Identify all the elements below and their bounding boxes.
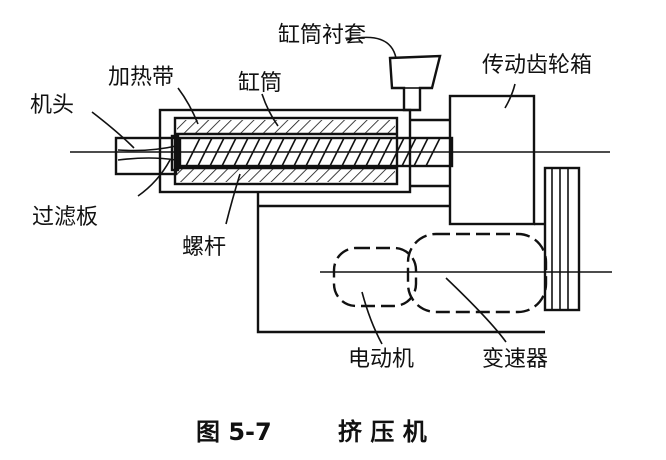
label-gear-reducer: 变速器 (482, 347, 548, 372)
base-frame (256, 192, 545, 334)
label-die-head: 机头 (30, 93, 74, 118)
die-head (114, 136, 178, 176)
barrel-assembly (158, 108, 412, 194)
label-filter-plate: 过滤板 (32, 205, 98, 230)
label-barrel-liner: 缸筒衬套 (278, 23, 366, 48)
gearbox (410, 94, 536, 226)
gear-reducer (406, 232, 548, 314)
label-barrel: 缸筒 (238, 71, 282, 96)
hopper (388, 54, 442, 112)
motor (332, 246, 418, 308)
label-screw: 螺杆 (182, 235, 226, 260)
label-gearbox: 传动齿轮箱 (482, 53, 592, 78)
figure-title: 挤 压 机 (338, 418, 427, 446)
screw (178, 136, 454, 168)
figure-number: 图 5-7 (196, 418, 272, 446)
label-heating-band: 加热带 (108, 65, 174, 90)
leader-lines (91, 36, 516, 345)
coupling-flange (543, 166, 581, 312)
label-motor: 电动机 (348, 347, 414, 372)
filter-plate (170, 134, 180, 172)
